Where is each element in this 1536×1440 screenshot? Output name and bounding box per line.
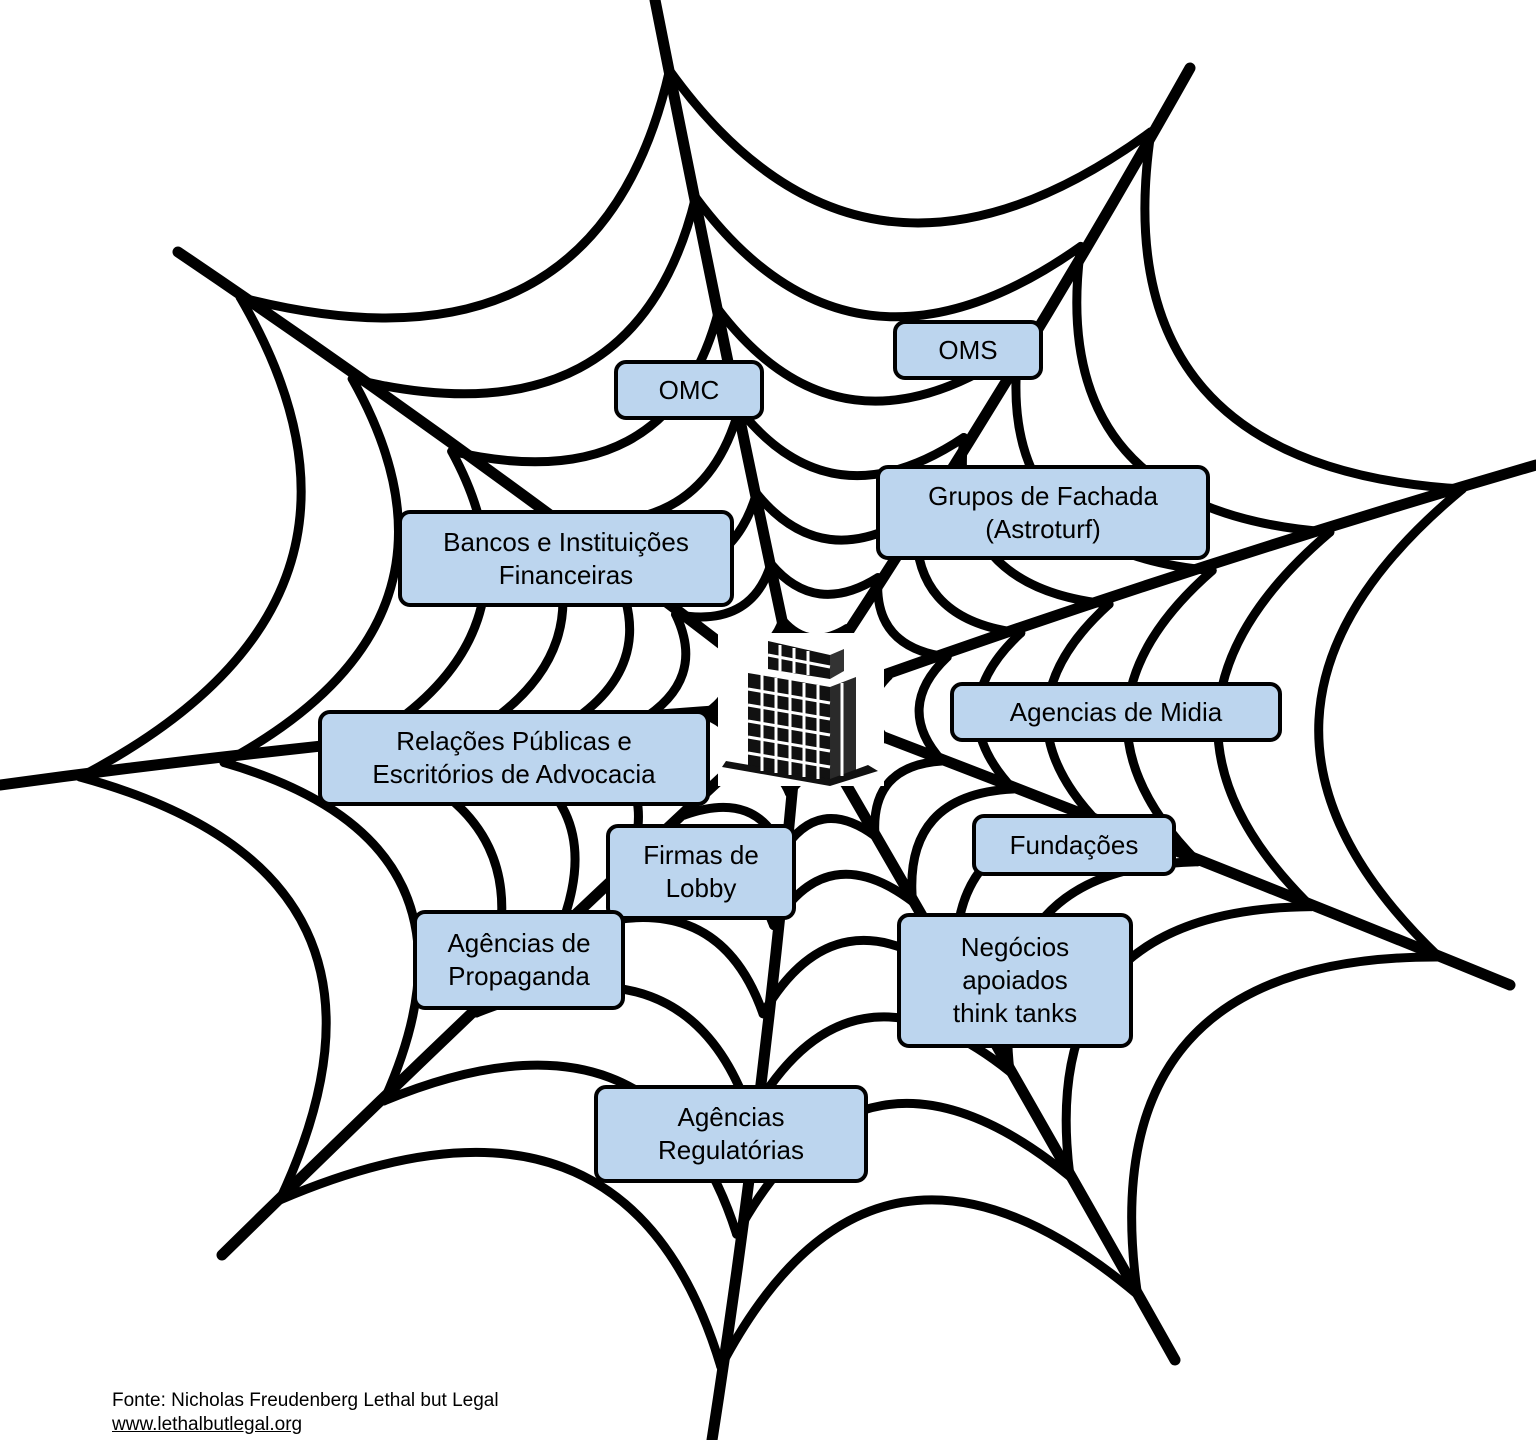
node-agencias-de-propaganda: Agências de Propaganda bbox=[413, 910, 625, 1010]
web-ring-segment bbox=[907, 784, 1018, 906]
web-ring-segment bbox=[766, 559, 883, 599]
web-ring-segment bbox=[665, 66, 1156, 228]
web-ring-segment bbox=[347, 192, 701, 399]
node-oms: OMS bbox=[893, 320, 1043, 380]
web-ring-segment bbox=[873, 573, 952, 662]
web-spoke bbox=[706, 699, 806, 1440]
source-link[interactable]: www.lethalbutlegal.org bbox=[112, 1414, 303, 1435]
web-spoke bbox=[649, 0, 806, 711]
node-negocios-think-tanks: Negócios apoiados think tanks bbox=[897, 913, 1133, 1048]
web-ring-segment bbox=[75, 772, 331, 1205]
node-fundacoes: Fundações bbox=[972, 814, 1176, 876]
source-text: Fonte: Nicholas Freudenberg Lethal but L… bbox=[112, 1390, 499, 1411]
web-ring-segment bbox=[716, 1195, 1142, 1371]
web-ring-segment bbox=[734, 404, 969, 481]
web-ring-segment bbox=[235, 66, 674, 323]
node-relacoes-publicas: Relações Públicas e Escritórios de Advoc… bbox=[318, 710, 710, 806]
node-agencias-de-midia: Agencias de Midia bbox=[950, 682, 1282, 742]
web-ring-segment bbox=[219, 374, 403, 768]
node-firmas-de-lobby: Firmas de Lobby bbox=[606, 824, 796, 920]
web-ring-segment bbox=[275, 1147, 726, 1371]
source-credit: Fonte: Nicholas Freudenberg Lethal but L… bbox=[112, 1389, 499, 1437]
web-spoke bbox=[794, 62, 1196, 711]
web-ring-segment bbox=[1314, 484, 1467, 962]
web-ring-segment bbox=[1072, 241, 1335, 537]
web-ring-segment bbox=[671, 559, 776, 622]
web-ring-segment bbox=[691, 192, 1086, 322]
node-agencias-regulatorias: Agências Regulatórias bbox=[594, 1085, 868, 1183]
office-building-icon bbox=[718, 633, 884, 786]
node-omc: OMC bbox=[614, 360, 764, 420]
web-ring-segment bbox=[870, 756, 947, 841]
web-ring-segment bbox=[635, 609, 691, 726]
node-grupos-de-fachada: Grupos de Fachada (Astroturf) bbox=[876, 465, 1210, 560]
web-spoke bbox=[794, 459, 1536, 711]
web-spoke bbox=[172, 246, 806, 711]
web-ring-segment bbox=[219, 758, 424, 1106]
web-ring-segment bbox=[1127, 952, 1444, 1299]
web-ring-segment bbox=[447, 305, 724, 467]
web-ring-segment bbox=[777, 814, 880, 857]
web-ring-segment bbox=[534, 404, 744, 527]
web-ring-segment bbox=[75, 292, 306, 782]
node-bancos: Bancos e Instituições Financeiras bbox=[398, 510, 734, 607]
web-ring-segment bbox=[1140, 127, 1467, 494]
web-ring-segment bbox=[914, 652, 952, 766]
